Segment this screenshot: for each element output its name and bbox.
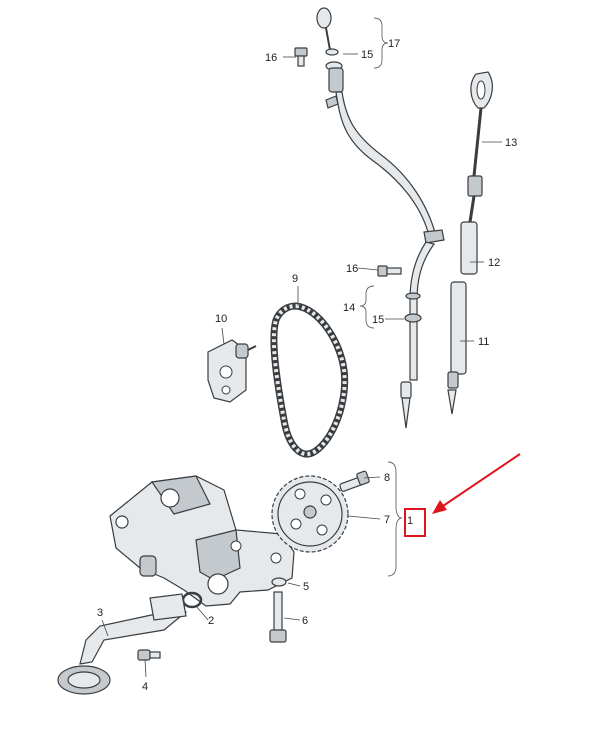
dipstick-guide-tube (294, 7, 445, 429)
bolt-16-upper (294, 47, 308, 67)
callout-11: 11 (478, 336, 489, 348)
highlight-box (404, 508, 426, 537)
upper-guide-tube (335, 91, 437, 238)
dipstick-ring-handle (316, 7, 332, 29)
washer-5 (271, 577, 287, 587)
callout-16-upper: 16 (265, 52, 277, 64)
brace-14 (359, 285, 375, 329)
callout-7: 7 (384, 514, 390, 526)
callout-13: 13 (505, 137, 517, 149)
pump-sprocket (271, 475, 349, 553)
callout-8: 8 (384, 472, 390, 484)
highlight-arrow-head (432, 500, 447, 514)
callout-4: 4 (142, 681, 148, 693)
highlight-annotation (404, 453, 521, 537)
bolt-4 (137, 649, 161, 661)
dipstick-tube-section (460, 221, 478, 275)
brace-17 (373, 17, 389, 69)
drive-chain (270, 302, 349, 458)
suction-pipe (57, 593, 187, 695)
bolt-16-lower (377, 265, 402, 277)
callout-10: 10 (215, 313, 227, 325)
callout-15-upper: 15 (361, 49, 373, 61)
callout-16-lower: 16 (346, 263, 358, 275)
brace-1 (387, 461, 403, 577)
lower-guide-tube (409, 241, 436, 381)
callout-1: 1 (407, 515, 413, 527)
sprocket-bolt (339, 470, 370, 492)
oil-pump-housing (109, 475, 295, 607)
callout-12: 12 (488, 257, 500, 269)
chain-tensioner (207, 339, 257, 403)
callout-14: 14 (343, 302, 355, 314)
highlight-arrow-shaft (439, 453, 521, 509)
oil-dipstick (447, 71, 493, 415)
bolt-6 (269, 591, 287, 643)
callout-2: 2 (208, 615, 214, 627)
callout-5: 5 (303, 581, 309, 593)
callout-6: 6 (302, 615, 308, 627)
callout-3: 3 (97, 607, 103, 619)
callout-15-lower: 15 (372, 314, 384, 326)
dipstick-lower-section (450, 281, 467, 375)
callout-9: 9 (292, 273, 298, 285)
callout-17: 17 (388, 38, 400, 50)
leader-lines (101, 53, 502, 678)
